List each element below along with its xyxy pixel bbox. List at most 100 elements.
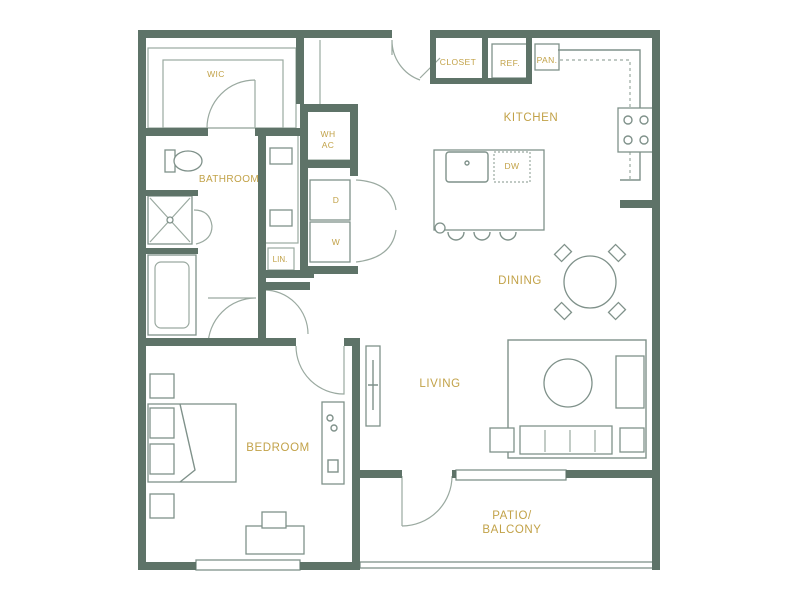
sink-upper-icon xyxy=(269,147,293,165)
desk-icon xyxy=(245,525,305,555)
wall-tub-bottom xyxy=(140,338,200,346)
wall-whac-south xyxy=(300,160,358,168)
nightstand-bottom xyxy=(149,493,175,519)
dining-chair-1 xyxy=(553,243,573,263)
dryer-icon xyxy=(309,179,351,221)
label-kitchen: KITCHEN xyxy=(504,112,559,124)
patio-door xyxy=(401,475,453,527)
nightstand-top xyxy=(149,373,175,399)
wall-north-left xyxy=(138,30,392,38)
shower-door xyxy=(193,209,213,245)
wic-shelf-inner xyxy=(162,59,284,129)
label-dining: DINING xyxy=(498,275,542,287)
island-stool-end xyxy=(434,222,446,234)
sink-drain xyxy=(464,160,470,166)
label-bathroom: BATHROOM xyxy=(199,174,259,185)
dresser-drawer xyxy=(327,459,339,473)
label-dishwasher: DW xyxy=(505,161,520,171)
wall-living-south-c xyxy=(566,470,660,478)
wall-closet-east xyxy=(482,38,488,84)
desk-chair xyxy=(261,511,287,529)
wall-bedroom-north-a xyxy=(138,338,296,346)
living-rug xyxy=(507,339,647,459)
burner-3 xyxy=(623,135,633,145)
shower-drain xyxy=(166,216,174,224)
wall-tub-top xyxy=(146,248,198,254)
label-pantry: PAN. xyxy=(537,55,558,65)
dishwasher-outline xyxy=(493,151,531,183)
entry-door xyxy=(391,39,421,81)
living-window xyxy=(455,469,567,481)
burner-2 xyxy=(639,115,649,125)
pillow-lower xyxy=(149,443,175,475)
bed-blanket xyxy=(179,403,196,483)
wall-laundry-south xyxy=(300,266,358,274)
label-washer: W xyxy=(332,237,340,247)
dining-table xyxy=(563,255,617,309)
wall-east-lower xyxy=(652,200,660,470)
wall-south-b xyxy=(300,562,360,570)
walls xyxy=(138,30,660,570)
end-table-right xyxy=(619,427,645,453)
patio-railing xyxy=(359,561,657,569)
burner-1 xyxy=(623,115,633,125)
wall-east-step xyxy=(620,200,660,208)
wall-whac-east xyxy=(350,104,358,164)
island-stools xyxy=(447,231,517,241)
wall-wic-south-b xyxy=(255,128,305,136)
wall-wic-south-a xyxy=(138,128,208,136)
wall-bedroom-east xyxy=(352,338,360,570)
dresser-knob-1 xyxy=(326,414,334,422)
laundry-doors xyxy=(355,179,397,263)
refrigerator-icon xyxy=(491,43,531,79)
wall-closet-south xyxy=(430,78,486,84)
label-linen: LIN. xyxy=(273,255,288,264)
label-ac: AC xyxy=(322,140,335,150)
label-bedroom: BEDROOM xyxy=(246,442,310,454)
wall-hall-top xyxy=(258,282,310,290)
washer-icon xyxy=(309,221,351,263)
wall-bath-east xyxy=(258,128,266,342)
wall-laundry-corner xyxy=(350,168,358,176)
room-labels: WIC BATHROOM CLOSET REF. PAN. KITCHEN WH… xyxy=(199,55,558,536)
dresser-knob-2 xyxy=(330,424,338,432)
wic-door xyxy=(206,79,256,129)
wall-laundry-west xyxy=(300,104,308,274)
wall-shower-top xyxy=(146,190,198,196)
pillow-upper xyxy=(149,407,175,439)
wall-west xyxy=(138,30,146,570)
end-table-left xyxy=(489,427,515,453)
label-closet: CLOSET xyxy=(440,57,476,67)
label-ref: REF. xyxy=(500,58,520,68)
wall-south-a xyxy=(138,562,196,570)
dining-chair-4 xyxy=(607,301,627,321)
tv-icon xyxy=(368,360,378,410)
label-wic: WIC xyxy=(207,69,225,79)
hall-door xyxy=(263,289,309,335)
bathroom-door xyxy=(207,297,257,347)
wall-wic-east xyxy=(296,30,304,104)
wall-closet-west xyxy=(430,38,436,82)
sofa-cushions xyxy=(544,430,596,452)
dining-chair-2 xyxy=(607,243,627,263)
label-patio-line2: BALCONY xyxy=(482,524,541,536)
burner-4 xyxy=(639,135,649,145)
wall-ref-south xyxy=(482,78,532,84)
wall-north-right xyxy=(430,30,660,38)
wall-patio-east xyxy=(652,470,660,570)
armchair-icon xyxy=(615,355,645,409)
label-wh: WH xyxy=(321,129,336,139)
bathtub-inner xyxy=(154,261,190,329)
stove-icon xyxy=(617,107,655,153)
wall-east-upper xyxy=(652,30,660,206)
label-living: LIVING xyxy=(419,378,460,390)
toilet-bowl xyxy=(173,150,203,172)
wall-living-south-b xyxy=(452,470,456,478)
label-patio-line1: PATIO/ xyxy=(492,510,532,522)
dining-chair-3 xyxy=(553,301,573,321)
fixtures xyxy=(147,39,657,571)
sofa-icon xyxy=(519,425,613,455)
label-dryer: D xyxy=(333,195,340,205)
kitchen-island xyxy=(433,149,545,231)
